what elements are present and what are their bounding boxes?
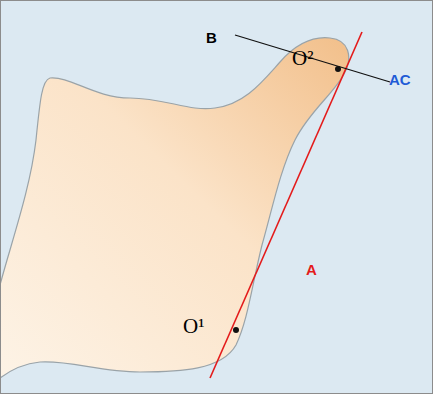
- region-label: AC: [389, 72, 411, 87]
- line-b: [235, 35, 390, 82]
- point-label: O²: [292, 48, 313, 69]
- point-o1: [233, 327, 239, 333]
- tangent-line-a: [210, 32, 362, 378]
- point-o2: [335, 66, 341, 72]
- line-label: A: [306, 262, 317, 277]
- line-label: B: [206, 30, 217, 45]
- land-shape: [0, 38, 349, 378]
- point-label: O¹: [183, 316, 204, 337]
